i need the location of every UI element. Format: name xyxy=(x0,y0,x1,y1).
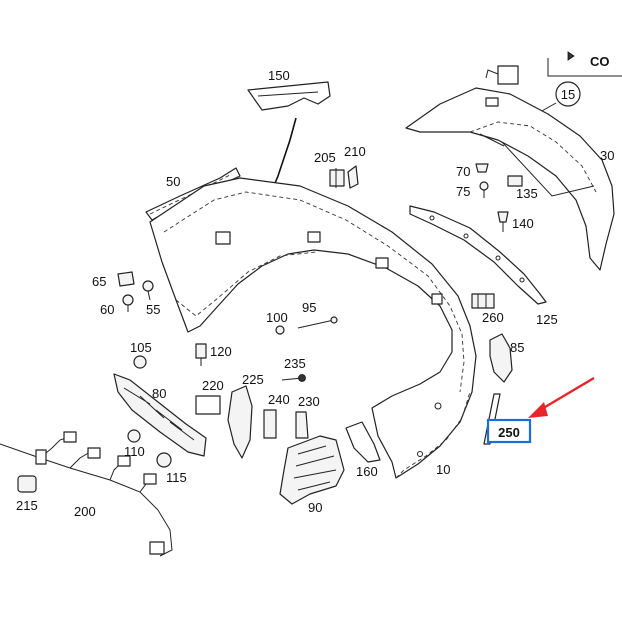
part-140[interactable] xyxy=(497,211,509,232)
callout-105: 105 xyxy=(130,340,152,355)
part-235[interactable] xyxy=(281,374,306,382)
callout-115: 115 xyxy=(166,470,187,485)
part-260[interactable] xyxy=(471,293,495,309)
part-100[interactable] xyxy=(275,325,285,335)
part-10[interactable] xyxy=(149,177,477,479)
callout-110: 110 xyxy=(124,444,145,459)
part-215[interactable] xyxy=(17,475,37,493)
callout-215: 215 xyxy=(16,498,38,513)
part-135[interactable] xyxy=(507,175,523,187)
callout-250: 250 xyxy=(498,425,520,440)
part-90[interactable] xyxy=(279,435,345,505)
wire-connector-top[interactable] xyxy=(485,65,519,85)
part-105[interactable] xyxy=(133,355,147,369)
callout-75: 75 xyxy=(456,184,470,199)
callout-80: 80 xyxy=(152,386,166,401)
part-230[interactable] xyxy=(295,411,309,439)
callout-70: 70 xyxy=(456,164,470,179)
part-70[interactable] xyxy=(475,163,489,173)
callout-125: 125 xyxy=(536,312,558,327)
highlight-250[interactable]: 250 xyxy=(486,418,532,444)
part-65[interactable] xyxy=(117,271,135,287)
callout-90: 90 xyxy=(308,500,322,515)
part-55[interactable] xyxy=(142,280,154,301)
part-205[interactable] xyxy=(329,168,345,188)
part-220[interactable] xyxy=(195,395,221,415)
circled-callout-15-label: 15 xyxy=(561,87,575,102)
callout-220: 220 xyxy=(202,378,224,393)
callout-65: 65 xyxy=(92,274,106,289)
part-60[interactable] xyxy=(122,294,134,312)
part-225[interactable] xyxy=(227,385,253,459)
callout-135: 135 xyxy=(516,186,538,201)
callout-200: 200 xyxy=(74,504,96,519)
callout-120: 120 xyxy=(210,344,232,359)
callout-230: 230 xyxy=(298,394,320,409)
part-160[interactable] xyxy=(345,421,381,463)
callout-225: 225 xyxy=(242,372,264,387)
callout-100: 100 xyxy=(266,310,288,325)
circled-callout-15[interactable]: 15 xyxy=(555,81,581,107)
part-210[interactable] xyxy=(347,165,359,189)
callout-205: 205 xyxy=(314,150,336,165)
part-200[interactable] xyxy=(0,431,173,557)
callout-260: 260 xyxy=(482,310,504,325)
corner-tab-label: CO xyxy=(590,54,610,69)
callout-50: 50 xyxy=(166,174,180,189)
callout-160: 160 xyxy=(356,464,378,479)
callout-150: 150 xyxy=(268,68,290,83)
callout-55: 55 xyxy=(146,302,160,317)
highlight-box xyxy=(486,418,532,444)
part-85[interactable] xyxy=(489,333,513,383)
callout-210: 210 xyxy=(344,144,366,159)
part-30[interactable] xyxy=(405,87,615,271)
callout-30: 30 xyxy=(600,148,614,163)
red-arrow-icon xyxy=(528,376,595,418)
part-120[interactable] xyxy=(195,343,207,366)
part-115[interactable] xyxy=(156,452,172,468)
part-75[interactable] xyxy=(479,181,489,198)
part-80[interactable] xyxy=(113,373,207,457)
callout-60: 60 xyxy=(100,302,114,317)
part-95[interactable] xyxy=(297,316,338,329)
callout-95: 95 xyxy=(302,300,316,315)
callout-10: 10 xyxy=(436,462,450,477)
part-110[interactable] xyxy=(127,429,141,443)
callout-140: 140 xyxy=(512,216,534,231)
callout-235: 235 xyxy=(284,356,306,371)
part-240[interactable] xyxy=(263,409,277,439)
play-arrow-icon xyxy=(567,51,575,61)
part-125[interactable] xyxy=(409,205,547,305)
callout-240: 240 xyxy=(268,392,290,407)
corner-tab[interactable]: CO xyxy=(547,51,622,77)
callout-85: 85 xyxy=(510,340,524,355)
